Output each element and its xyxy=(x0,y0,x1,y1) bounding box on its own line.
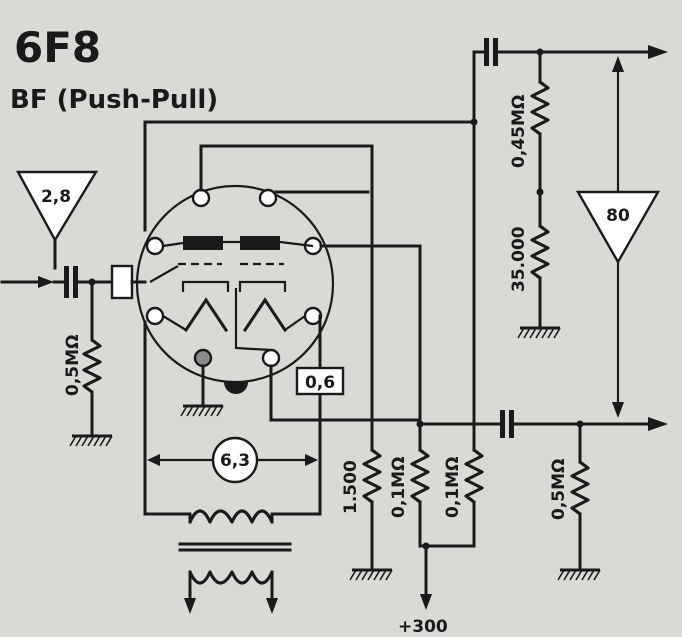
junction-dots xyxy=(88,48,584,550)
plate-left-lead xyxy=(162,241,184,248)
grid-resistor-label: 0,5MΩ xyxy=(63,335,83,396)
top-coupling-capacitor xyxy=(484,38,498,66)
cathode-resistor xyxy=(362,448,382,504)
input-gain-label: 2,8 xyxy=(41,187,71,207)
tube-pin-1 xyxy=(191,188,211,208)
output-gain-label: 80 xyxy=(606,206,630,226)
bottom-coupling-capacitor xyxy=(500,410,514,438)
cathode-right xyxy=(238,280,287,292)
tube-pin-5 xyxy=(145,306,165,326)
pin8-wire xyxy=(269,364,422,422)
divider-bottom-label: 35.000 xyxy=(509,226,529,292)
plate-a-wire xyxy=(319,244,422,452)
heater-voltage-dimension xyxy=(147,454,318,466)
input-arrow xyxy=(0,276,54,288)
cathode-left xyxy=(181,280,230,292)
top-output-arrow xyxy=(648,45,668,59)
ground-symbol-tube xyxy=(180,404,224,417)
supply-label: +300 xyxy=(398,617,448,637)
ground-symbol-input xyxy=(69,434,113,447)
plate-b-wire xyxy=(143,120,476,232)
grid-cap xyxy=(110,264,134,300)
plate-resistor-2 xyxy=(464,448,484,504)
heater-voltage-circle xyxy=(211,436,259,484)
output-resistor xyxy=(570,460,590,516)
supply-bus xyxy=(418,500,476,548)
ground-symbol-divider xyxy=(517,326,561,339)
supply-arrow xyxy=(420,594,432,610)
heater-left xyxy=(183,297,229,333)
current-label: 0,6 xyxy=(305,373,335,393)
heater-wire-left xyxy=(143,320,192,516)
heater-lead-left xyxy=(162,315,187,331)
ground-symbol-cathode xyxy=(349,568,393,581)
input-capacitor xyxy=(64,266,78,298)
heater-wire-right xyxy=(270,314,322,516)
plate-resistor-1-label: 0,1MΩ xyxy=(389,457,409,518)
tube-title: 6F8 xyxy=(14,23,101,72)
heater-right xyxy=(242,297,288,333)
output-amplifier-triangle: 80 xyxy=(575,190,661,265)
input-amplifier-triangle: 2,8 xyxy=(15,170,99,243)
ground-symbol-output xyxy=(557,568,601,581)
grid-resistor xyxy=(82,338,102,394)
tube-function: BF (Push-Pull) xyxy=(10,85,218,115)
tube-pin-3 xyxy=(145,236,165,256)
heater-lead-right xyxy=(284,315,306,331)
divider-top-label: 0,45MΩ xyxy=(509,95,529,168)
tube-base-key xyxy=(224,382,248,394)
divider-bottom-resistor xyxy=(530,224,550,280)
heater-transformer xyxy=(178,509,292,614)
plate-resistor-2-label: 0,1MΩ xyxy=(443,457,463,518)
tube-pin-8 xyxy=(261,348,281,368)
cathode-resistor-label: 1.500 xyxy=(341,460,361,514)
grid-lead xyxy=(149,265,179,283)
plate-right-lead xyxy=(279,240,314,248)
plate-left xyxy=(183,236,223,250)
divider-top-resistor xyxy=(530,80,550,136)
tube-pin-7 xyxy=(193,348,213,368)
tube-pin-2 xyxy=(258,188,278,208)
plate-right xyxy=(240,236,280,250)
plate-resistor-1 xyxy=(410,448,430,504)
bottom-output-arrow xyxy=(648,417,668,431)
tube-envelope xyxy=(135,184,335,384)
pin1-cathode-wire xyxy=(199,144,374,452)
heater-voltage-label: 6,3 xyxy=(220,451,250,471)
current-box xyxy=(295,366,345,396)
cathode-lead xyxy=(234,288,272,352)
output-resistor-label: 0,5MΩ xyxy=(549,459,569,520)
